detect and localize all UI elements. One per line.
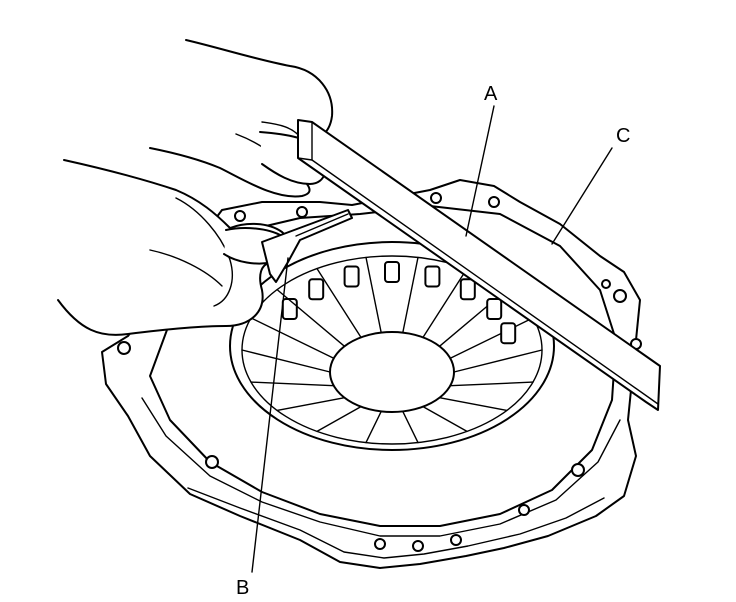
bolt-hole	[613, 289, 627, 303]
diaphragm-center-hole	[329, 331, 455, 413]
bolt-hole	[296, 206, 308, 218]
diaphragm-finger-slot	[250, 381, 335, 387]
diaphragm-finger-slot	[241, 349, 331, 373]
lower-hand-finger-line	[175, 197, 233, 307]
leader-line-c	[551, 147, 613, 245]
leader-line-b	[251, 257, 289, 573]
diaphragm-finger-slot	[276, 397, 346, 412]
straight-edge-edge	[297, 157, 313, 161]
bolt-hole	[234, 210, 246, 222]
diaphragm-finger-slot	[365, 256, 382, 334]
feeler-gauge-edge	[295, 213, 349, 237]
diaphragm-finger-tip	[343, 265, 360, 288]
diaphragm-finger-slot	[422, 405, 468, 433]
feeler-gauge-blade	[261, 209, 353, 283]
diaphragm-finger-tip	[424, 265, 441, 288]
diaphragm-finger-tip	[308, 278, 325, 301]
diaphragm-finger-slot	[449, 381, 534, 387]
diaphragm-spring	[229, 241, 555, 451]
cover-lower-edge	[187, 487, 605, 559]
diaphragm-finger-slot	[438, 397, 508, 412]
diaphragm-finger-tip	[281, 298, 298, 320]
lower-hand-finger-line	[149, 249, 223, 287]
diaphragm-finger-slot	[402, 256, 419, 334]
cover-inner-rim	[149, 205, 617, 527]
bolt-hole	[571, 463, 585, 477]
bolt-hole	[518, 504, 530, 516]
callout-label-b: B	[236, 577, 249, 599]
diaphragm-fingers	[241, 256, 543, 444]
diaphragm-finger-tip	[500, 322, 517, 345]
bolt-hole	[601, 279, 611, 289]
diaphragm-finger-slot	[250, 317, 335, 359]
bolt-hole	[117, 341, 131, 355]
diaphragm-finger-tip	[486, 298, 503, 320]
diaphragm-finger-slot	[276, 288, 346, 347]
diaphragm-outer-ring	[229, 241, 555, 451]
diaphragm-finger-slot	[422, 267, 468, 339]
diaphragm-finger-slot	[449, 317, 534, 359]
diaphragm-finger-slot	[316, 267, 362, 339]
bolt-hole	[205, 455, 219, 469]
diaphragm-finger-slot	[402, 410, 419, 444]
diaphragm-finger-tip	[384, 261, 400, 283]
bolt-hole	[450, 534, 462, 546]
bolt-hole	[430, 192, 442, 204]
bolt-hole	[412, 540, 424, 552]
straight-edge	[297, 119, 661, 411]
diaphragm-finger-slot	[453, 349, 543, 373]
feeler-gauge	[261, 209, 353, 283]
callout-label-c: C	[616, 125, 630, 147]
callout-leaders	[251, 105, 613, 573]
cover-step-line	[141, 397, 621, 537]
callout-label-a: A	[484, 83, 498, 105]
leader-line-a	[465, 105, 495, 237]
diaphragm-finger-slot	[316, 405, 362, 433]
bolt-hole	[488, 196, 500, 208]
diaphragm-finger-slot	[365, 410, 382, 444]
bolt-hole	[374, 538, 386, 550]
diaphragm-finger-tip	[459, 278, 476, 301]
